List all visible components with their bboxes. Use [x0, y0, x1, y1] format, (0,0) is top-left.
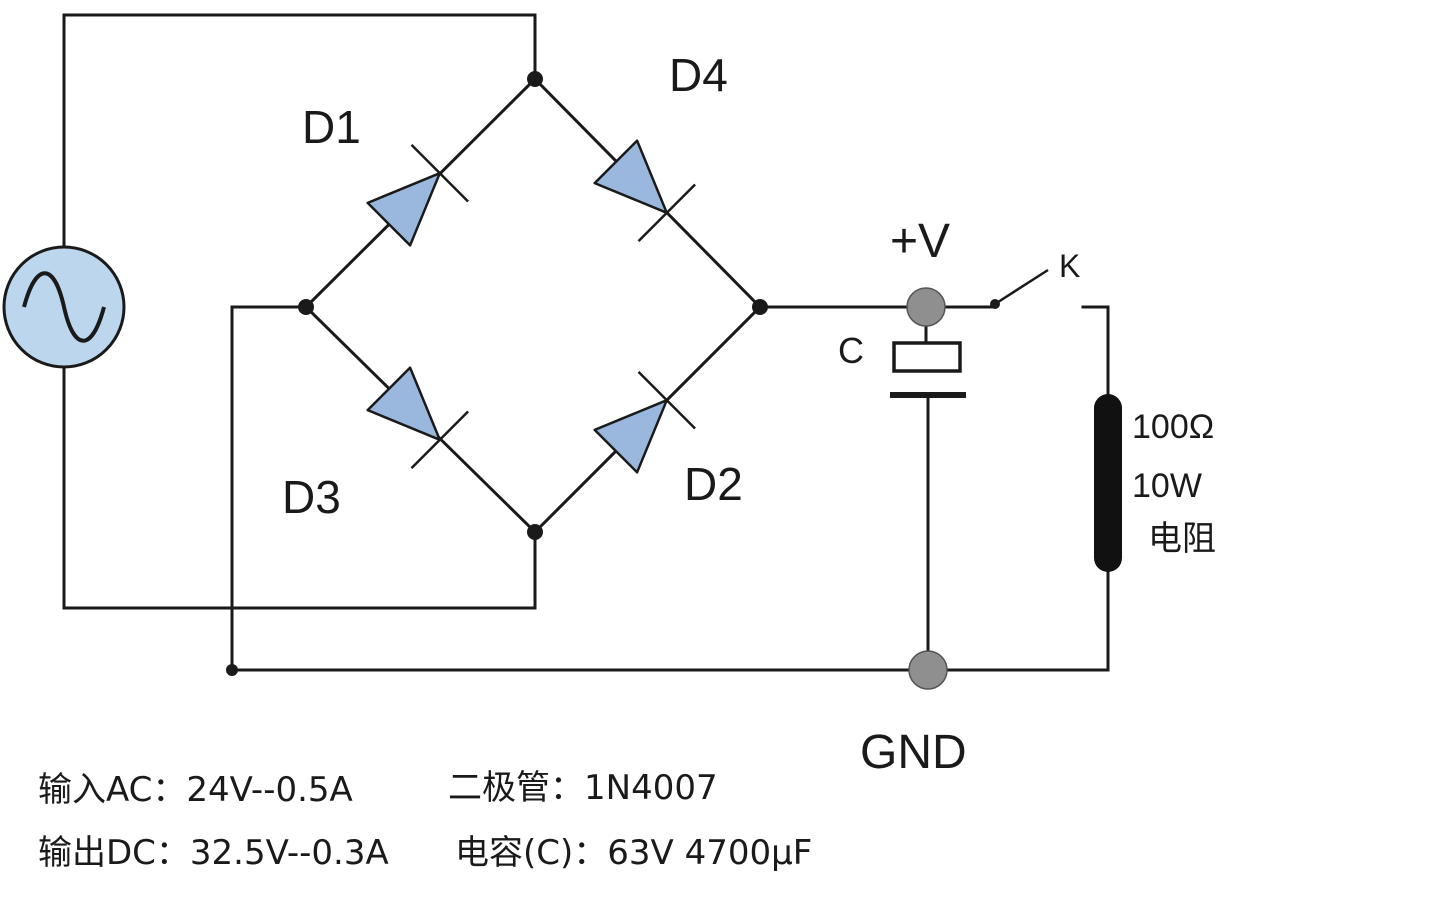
- wire-switch-to-resistor: [1081, 305, 1110, 398]
- resistor-symbol: [1094, 394, 1122, 572]
- wire-left-to-ground: [230, 305, 308, 672]
- node-ground-left: [226, 664, 238, 676]
- node-left: [298, 299, 314, 315]
- node-right: [752, 299, 768, 315]
- note-capacitor-spec: 电容(C)：63V 4700μF: [455, 833, 812, 873]
- switch-k: [994, 268, 1049, 306]
- label-d1: D1: [302, 101, 361, 153]
- label-capacitor: C: [838, 330, 864, 371]
- label-gnd: GND: [860, 726, 967, 779]
- diode-d2: [593, 371, 696, 474]
- diode-d1: [366, 144, 469, 247]
- note-diode-model: 二极管：1N4007: [448, 768, 718, 808]
- wire-ac-bottom: [62, 366, 537, 610]
- ac-source-symbol: [2, 245, 126, 369]
- note-input-ac: 输入AC：24V--0.5A: [38, 770, 353, 810]
- capacitor-symbol: [890, 341, 966, 398]
- sine-wave-icon: [22, 271, 106, 343]
- label-vplus: +V: [890, 215, 950, 268]
- label-d2: D2: [684, 458, 743, 510]
- terminal-ground: [908, 650, 948, 690]
- label-resistor-power: 10W: [1132, 467, 1202, 505]
- node-top: [527, 71, 543, 87]
- wire-ground-to-resistor: [926, 570, 1110, 672]
- note-output-dc: 输出DC：32.5V--0.3A: [38, 833, 389, 873]
- diode-d4: [593, 139, 696, 242]
- label-d4: D4: [669, 49, 728, 101]
- wire-ac-top: [62, 13, 537, 250]
- label-d3: D3: [282, 471, 341, 523]
- label-resistor-name: 电阻: [1148, 519, 1216, 559]
- diode-d3: [366, 366, 469, 469]
- label-resistor-value: 100Ω: [1132, 408, 1214, 446]
- label-switch: K: [1059, 248, 1080, 284]
- terminal-positive: [906, 287, 946, 327]
- node-bottom: [527, 524, 543, 540]
